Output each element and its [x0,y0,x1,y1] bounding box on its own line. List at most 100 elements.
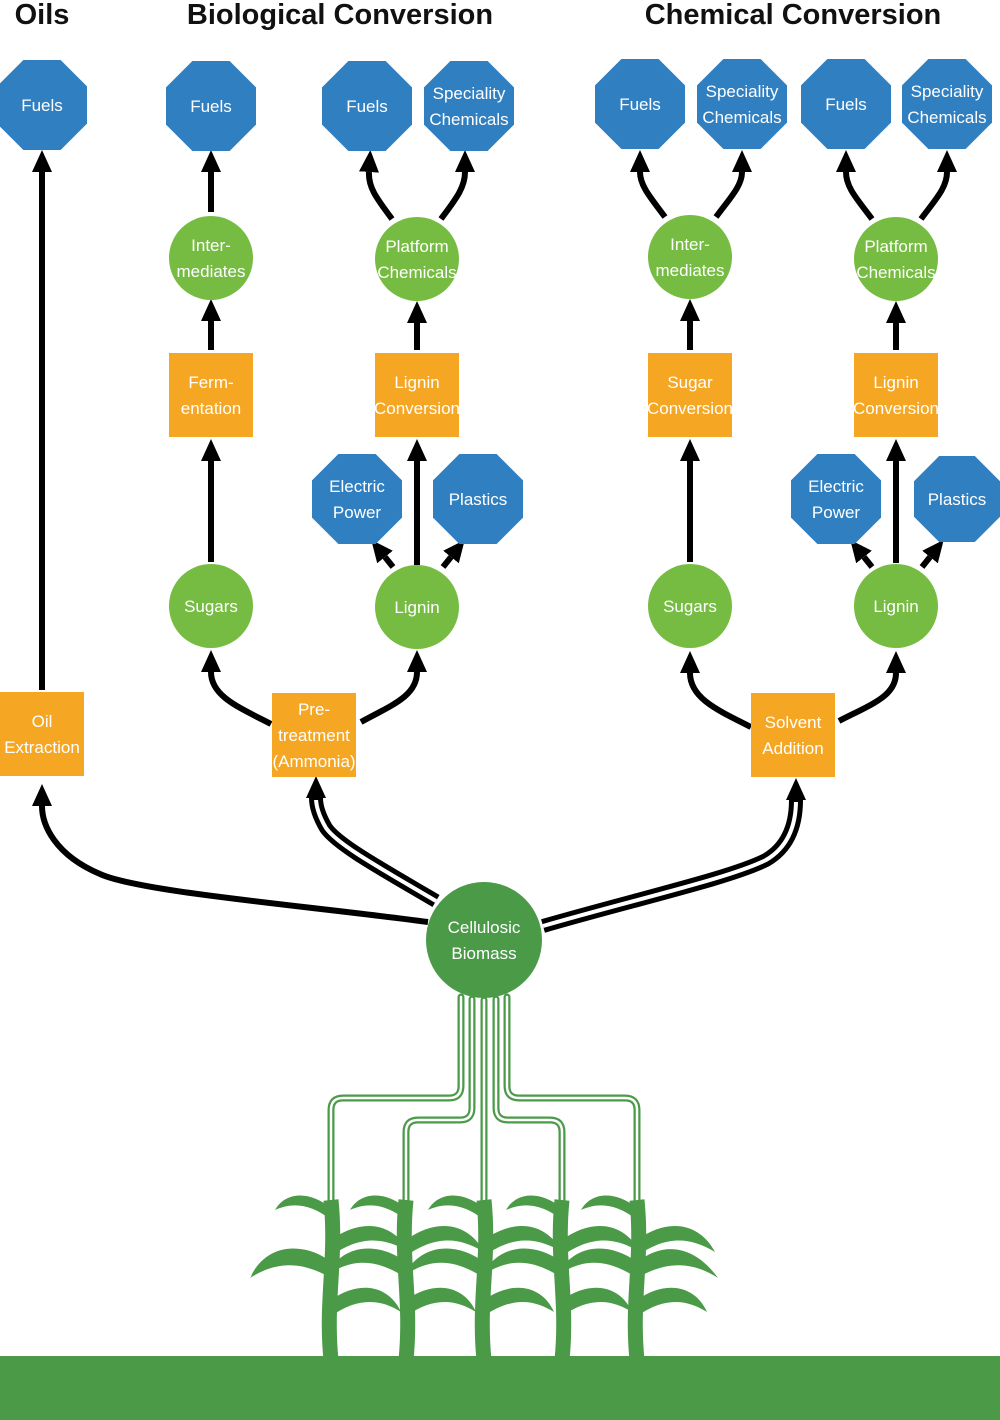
heading-biological-conversion: Biological Conversion [187,0,493,31]
chem-platform-chemicals-shape [854,217,938,301]
chem-plat-fuels-label-line-1: Fuels [825,95,867,114]
cellulosic-biomass-shape [426,882,542,998]
chem-plastics-label-line-1: Plastics [928,490,987,509]
chem-int-speciality-chemicals-shape [697,59,787,149]
pipe-biomass-to-solvent-addition-inner [542,799,798,928]
corn-leaf-3-3 [484,1287,554,1316]
corn-leaf-5-1 [557,1248,637,1278]
bio-plastics-octagon: Plastics [433,454,523,544]
chem-plat-speciality-chemicals-label-line-2: Chemicals [907,108,986,127]
bio-fermentation-label-line-1: Ferm- [188,373,233,392]
pipe-biomass-to-pretreatment [309,797,440,908]
corn-plant-4 [482,1195,640,1361]
edge-lignin-to-electric-power [371,539,396,569]
chem-int-speciality-chemicals-label-line-1: Speciality [706,82,779,101]
bio-sugars-label-line-1: Sugars [184,597,238,616]
bio-platform-chemicals-label-line-2: Chemicals [377,263,456,282]
corn-plant-5 [557,1195,715,1361]
corn-leaf-4-2 [562,1226,640,1256]
bio-lignin-conversion-shape [375,353,459,437]
chem-sugar-conversion-label-line-1: Sugar [667,373,713,392]
bio-intermediates-circle: Inter-mediates [169,216,253,300]
bio-electric-power-shape [312,454,402,544]
corn-leaf-1-4 [275,1195,331,1220]
corn-plants [250,1195,718,1361]
chem-lignin-label-line-1: Lignin [873,597,918,616]
heading-chemical-conversion: Chemical Conversion [645,0,942,31]
corn-leaf-4-1 [482,1248,562,1278]
chem-int-speciality-chemicals-label-line-2: Chemicals [702,108,781,127]
chem-plastics-shape [914,456,1000,542]
bio-fermentation-label-line-2: entation [181,399,242,418]
edge-platform-chemicals-to-fuels [359,150,395,221]
corn-leaf-5-4 [581,1195,637,1220]
chem-plat-fuels-shape [801,59,891,149]
ground [0,1356,1000,1420]
chem-electric-power-label-line-2: Power [812,503,861,522]
pretreatment-box: Pre-treatment(Ammonia) [272,693,356,777]
bio-intermediates-label-line-1: Inter- [191,236,231,255]
chem-plastics-octagon: Plastics [914,456,1000,542]
chem-platform-chemicals-label-line-2: Chemicals [856,263,935,282]
corn-stalk-1 [321,1199,341,1361]
chem-solvent-addition-label-line-2: Addition [762,739,823,758]
corn-leaf-1-2 [331,1226,409,1256]
chem-int-fuels-octagon: Fuels [595,59,685,149]
bio-lignin-circle: Lignin [375,565,459,649]
chem-solvent-addition-shape [751,693,835,777]
edge-platform-chemicals-to-fuels-chem [836,150,875,221]
oil-extraction-label-line-2: Extraction [4,738,80,757]
oils-fuels-shape [0,60,87,150]
bio-speciality-chemicals-shape [424,61,514,151]
edge-intermediates-to-fuels-chem [630,150,668,219]
corn-leaf-5-2 [637,1226,715,1256]
pipe-biomass-to-pretreatment-inner [314,797,438,903]
corn-plant-3 [404,1195,562,1361]
bio-fermentation-shape [169,353,253,437]
bio-platform-fuels-shape [322,61,412,151]
chem-sugars-shape [648,564,732,648]
chem-solvent-addition-label-line-1: Solvent [765,713,822,732]
chem-intermediates-label-line-1: Inter- [670,235,710,254]
bio-fuels-shape [166,61,256,151]
corn-leaf-1-3 [331,1287,401,1316]
heading-oils: Oils [15,0,70,31]
corn-plant-2 [326,1195,484,1361]
corn-stalk-5 [627,1199,647,1361]
chem-lignin-shape [854,564,938,648]
corn-leaf-4-3 [562,1287,632,1316]
corn-leaf-3-4 [428,1195,484,1220]
bio-electric-power-label-line-1: Electric [329,477,385,496]
corn-leaf-5-3 [637,1287,707,1316]
bio-pretreatment-label-line-1: Pre- [298,700,330,719]
corn-plant-1 [251,1195,409,1361]
bio-platform-chemicals-shape [375,217,459,301]
bio-pretreatment-shape [272,693,356,777]
edge-lignin-to-plastics [440,539,465,569]
chem-sugar-conversion-shape [648,353,732,437]
oils-fuels-octagon: Fuels [0,60,87,150]
edge-biomass-to-oil-extraction [32,784,429,925]
bio-lignin-shape [375,565,459,649]
oil-extraction-label-line-1: Oil [32,712,53,731]
chem-plat-speciality-chemicals-shape [902,59,992,149]
edge-solvent-addition-to-lignin [837,651,906,724]
root-line-5-inner [505,995,639,1242]
corn-leaf-2-2 [406,1226,484,1256]
bio-fuels-label-line-1: Fuels [190,97,232,116]
edge-group [32,150,957,933]
bio-speciality-chemicals-label-line-1: Speciality [433,84,506,103]
corn-leaf-3-2 [484,1226,562,1256]
bio-lignin-label-line-1: Lignin [394,598,439,617]
bio-plastics-shape [433,454,523,544]
corn-leaf-2-4 [350,1195,406,1220]
